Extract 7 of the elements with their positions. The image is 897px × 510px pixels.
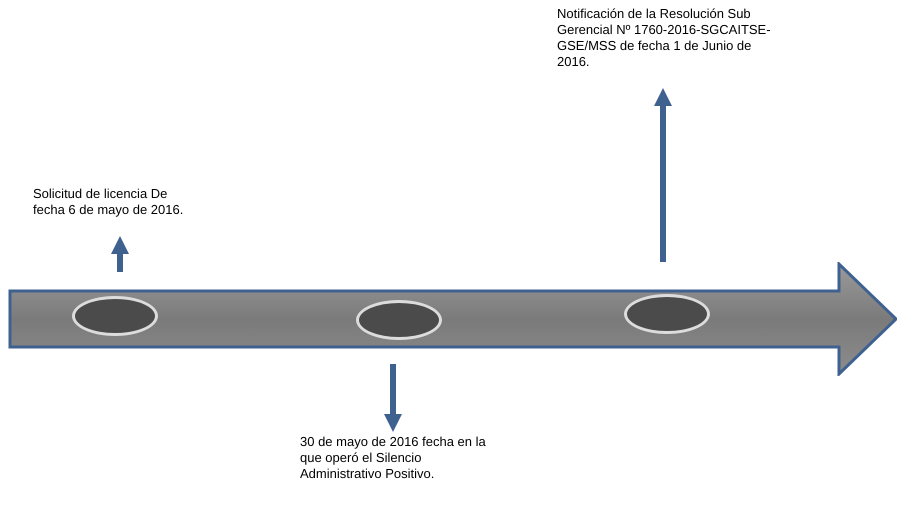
event-text: 30 de mayo de 2016 fecha en la que operó el Silencio Administrativo Positivo. [300,434,487,482]
arrow [384,364,402,432]
arrow [111,236,129,272]
arrow [654,88,672,262]
event-text: Solicitud de licencia De fecha 6 de mayo de 2016. [33,186,184,218]
event-text: Notificación de la Resolución Sub Gerencial Nº 1760-2016-SGCAITSE-GSE/MSS de fecha 1 de Junio de 2016. [557,6,772,70]
timeline-arrow [8,262,897,376]
